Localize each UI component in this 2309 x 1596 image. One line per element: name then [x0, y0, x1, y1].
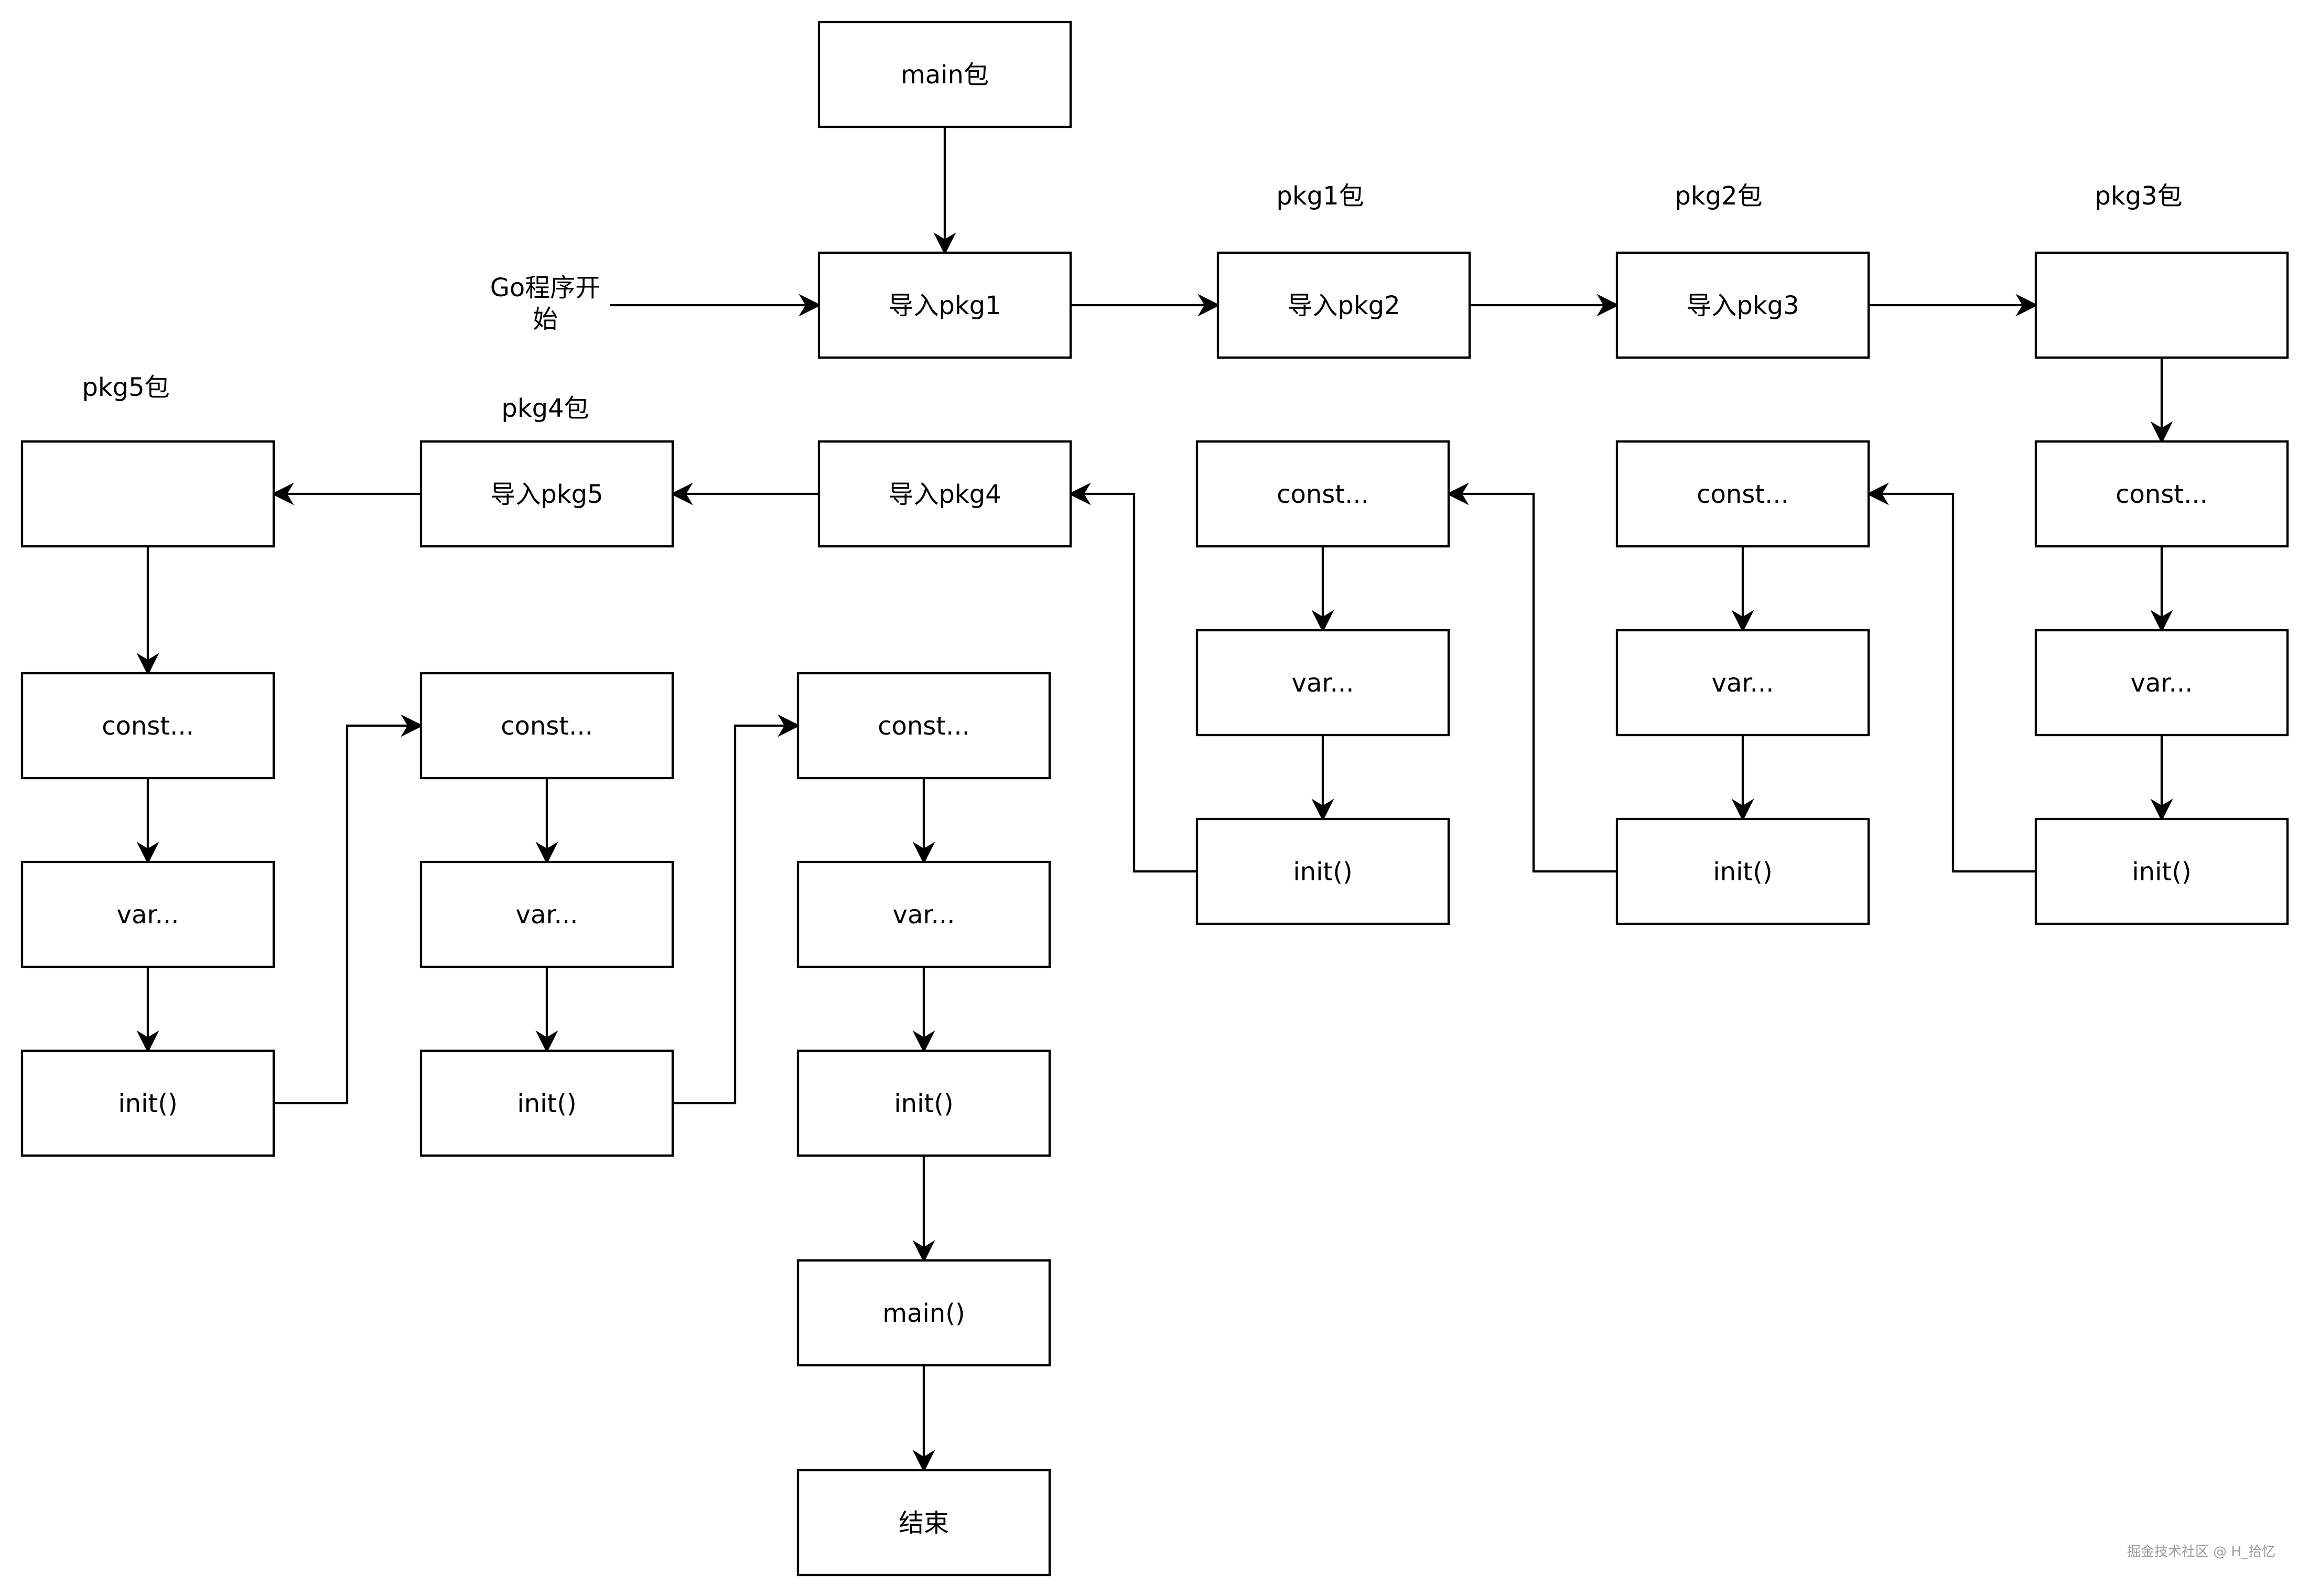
node-label: init() — [118, 1089, 177, 1118]
node-label: const... — [1277, 480, 1369, 509]
node-box — [817, 251, 1072, 359]
node-main-func: main() — [796, 1259, 1051, 1367]
node-pkg4-const: const... — [419, 672, 674, 780]
node-box — [2034, 440, 2289, 548]
edge-pkg4-init-to-main-const — [673, 714, 801, 1105]
label-pkg1: pkg1包 — [1276, 181, 1364, 211]
node-pkg1-init: init() — [1195, 817, 1450, 925]
edge-pkg2-init-to-pkg1-const — [1446, 482, 1617, 873]
node-pkg2-var: var... — [1615, 629, 1870, 737]
node-label: main包 — [901, 60, 989, 90]
watermark-text: 掘金技术社区 @ H_拾忆 — [2127, 1544, 2275, 1560]
node-label: 结束 — [899, 1508, 949, 1538]
node-end: 结束 — [796, 1469, 1051, 1577]
label-pkg3: pkg3包 — [2095, 181, 2182, 211]
node-box — [1195, 440, 1450, 548]
node-label: init() — [517, 1089, 576, 1118]
node-import-pkg4: 导入pkg4 — [817, 440, 1072, 548]
node-import-pkg3: 导入pkg3 — [1615, 251, 1870, 359]
node-label: init() — [2132, 857, 2191, 887]
node-main-const: const... — [796, 672, 1051, 780]
node-label: 导入pkg2 — [1287, 291, 1400, 320]
edges-layer — [136, 127, 2173, 1473]
node-pkg5-entry — [20, 440, 275, 548]
node-box — [796, 1049, 1051, 1157]
node-label: init() — [1713, 857, 1772, 887]
node-box — [419, 860, 674, 968]
node-main-pkg: main包 — [817, 20, 1072, 128]
node-label: const... — [102, 711, 194, 741]
node-box — [2034, 817, 2289, 925]
node-box — [20, 1049, 275, 1157]
node-pkg2-const: const... — [1615, 440, 1870, 548]
node-main-init: init() — [796, 1049, 1051, 1157]
node-import-pkg1: 导入pkg1 — [817, 251, 1072, 359]
edge-pkg3-init-to-pkg2-const — [1866, 482, 2036, 873]
node-label: 导入pkg1 — [888, 291, 1001, 320]
node-main-var: var... — [796, 860, 1051, 968]
node-label: var... — [516, 900, 578, 930]
label-pkg5: pkg5包 — [82, 373, 169, 402]
node-import-pkg5: 导入pkg5 — [419, 440, 674, 548]
node-box — [20, 860, 275, 968]
node-box — [796, 860, 1051, 968]
edge-pkg1-init-to-import-pkg4 — [1068, 482, 1197, 873]
label-start-line2: 始 — [533, 305, 558, 334]
node-box — [796, 1259, 1051, 1367]
node-box — [817, 440, 1072, 548]
node-box — [1615, 251, 1870, 359]
node-box — [817, 20, 1072, 128]
node-label: var... — [2131, 668, 2193, 698]
node-box — [1615, 817, 1870, 925]
node-pkg3-entry — [2034, 251, 2289, 359]
node-pkg5-const: const... — [20, 672, 275, 780]
label-pkg2: pkg2包 — [1675, 181, 1762, 211]
node-box — [1216, 251, 1471, 359]
node-label: var... — [1712, 668, 1774, 698]
node-box — [20, 440, 275, 548]
edge-pkg5-init-to-pkg4-const — [274, 714, 424, 1105]
node-box — [419, 672, 674, 780]
node-label: init() — [894, 1089, 953, 1118]
node-label: 导入pkg5 — [490, 480, 603, 509]
node-pkg3-const: const... — [2034, 440, 2289, 548]
node-label: init() — [1293, 857, 1352, 887]
node-pkg2-init: init() — [1615, 817, 1870, 925]
node-pkg3-var: var... — [2034, 629, 2289, 737]
node-box — [796, 1469, 1051, 1577]
node-pkg5-init: init() — [20, 1049, 275, 1157]
node-label: var... — [1292, 668, 1354, 698]
node-box — [1195, 817, 1450, 925]
node-label: var... — [893, 900, 955, 930]
node-pkg3-init: init() — [2034, 817, 2289, 925]
node-box — [1615, 440, 1870, 548]
node-box — [419, 1049, 674, 1157]
node-pkg4-init: init() — [419, 1049, 674, 1157]
node-label: var... — [117, 900, 179, 930]
node-label: 导入pkg4 — [888, 480, 1001, 509]
node-pkg5-var: var... — [20, 860, 275, 968]
label-start-line1: Go程序开 — [490, 273, 601, 303]
node-box — [419, 440, 674, 548]
node-label: main() — [882, 1299, 965, 1328]
node-box — [2034, 629, 2289, 737]
label-pkg4: pkg4包 — [501, 394, 589, 423]
node-box — [2034, 251, 2289, 359]
node-box — [796, 672, 1051, 780]
node-label: const... — [1697, 480, 1789, 509]
node-import-pkg2: 导入pkg2 — [1216, 251, 1471, 359]
node-label: 导入pkg3 — [1686, 291, 1799, 320]
node-label: const... — [2116, 480, 2208, 509]
node-box — [20, 672, 275, 780]
node-pkg1-const: const... — [1195, 440, 1450, 548]
node-box — [1615, 629, 1870, 737]
node-label: const... — [878, 711, 970, 741]
node-box — [1195, 629, 1450, 737]
node-label: const... — [501, 711, 593, 741]
node-pkg1-var: var... — [1195, 629, 1450, 737]
node-pkg4-var: var... — [419, 860, 674, 968]
